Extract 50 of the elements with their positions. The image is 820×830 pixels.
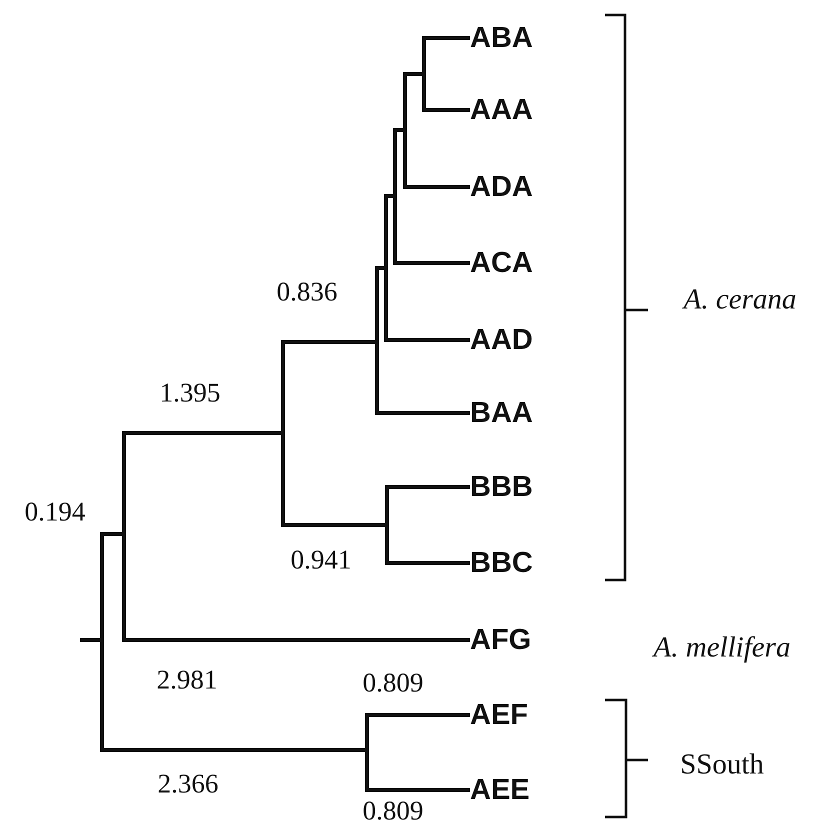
- branch-length: 0.941: [290, 544, 352, 576]
- taxon-label: BBB: [470, 470, 533, 504]
- tree-branch: [367, 713, 470, 717]
- branch-junction: [365, 713, 369, 792]
- branch-length: 0.836: [276, 276, 338, 308]
- tree-branch: [80, 638, 100, 642]
- branch-junction: [375, 266, 379, 415]
- branch-junction: [281, 340, 285, 527]
- branch-junction: [422, 36, 426, 112]
- taxon-label: AEF: [470, 698, 528, 732]
- tree-branch: [283, 523, 385, 527]
- branch-junction: [393, 128, 397, 265]
- tree-branch: [102, 748, 365, 752]
- tree-branch: [124, 638, 470, 642]
- branch-junction: [403, 72, 407, 189]
- taxon-label: AEE: [470, 773, 530, 807]
- branch-length: 1.395: [160, 378, 220, 408]
- taxon-label: AFG: [470, 623, 532, 657]
- branch-length: 2.366: [158, 768, 218, 800]
- taxon-label: BAA: [470, 396, 533, 430]
- branch-junction: [384, 194, 388, 342]
- tree-branch: [387, 561, 470, 565]
- tree-branch: [395, 261, 470, 265]
- branch-length: 2.981: [156, 664, 218, 696]
- branch-length: 0.809: [362, 796, 424, 826]
- clade-name: A. mellifera: [654, 632, 790, 664]
- tree-branch: [424, 108, 470, 112]
- tree-branch: [387, 485, 470, 489]
- tree-branch: [367, 788, 470, 792]
- branch-junction: [122, 431, 126, 642]
- branch-junction: [385, 485, 389, 565]
- taxon-label: BBC: [470, 546, 533, 580]
- tree-branch: [124, 431, 281, 435]
- branch-length: 0.194: [24, 496, 86, 528]
- branch-junction: [100, 532, 104, 752]
- taxon-label: ADA: [470, 170, 533, 204]
- taxon-label: AAD: [470, 323, 533, 357]
- tree-branch: [386, 338, 470, 342]
- clade-name: A. cerana: [684, 284, 796, 316]
- taxon-label: AAA: [470, 93, 533, 127]
- branch-length: 0.809: [362, 668, 424, 698]
- taxon-label: ABA: [470, 21, 533, 55]
- tree-branch: [424, 36, 470, 40]
- taxon-label: ACA: [470, 246, 533, 280]
- tree-branch: [405, 72, 422, 76]
- tree-branch: [405, 185, 470, 189]
- tree-branch: [283, 340, 375, 344]
- tree-branch: [102, 532, 122, 536]
- clade-name: SSouth: [680, 748, 764, 782]
- tree-branch: [377, 411, 470, 415]
